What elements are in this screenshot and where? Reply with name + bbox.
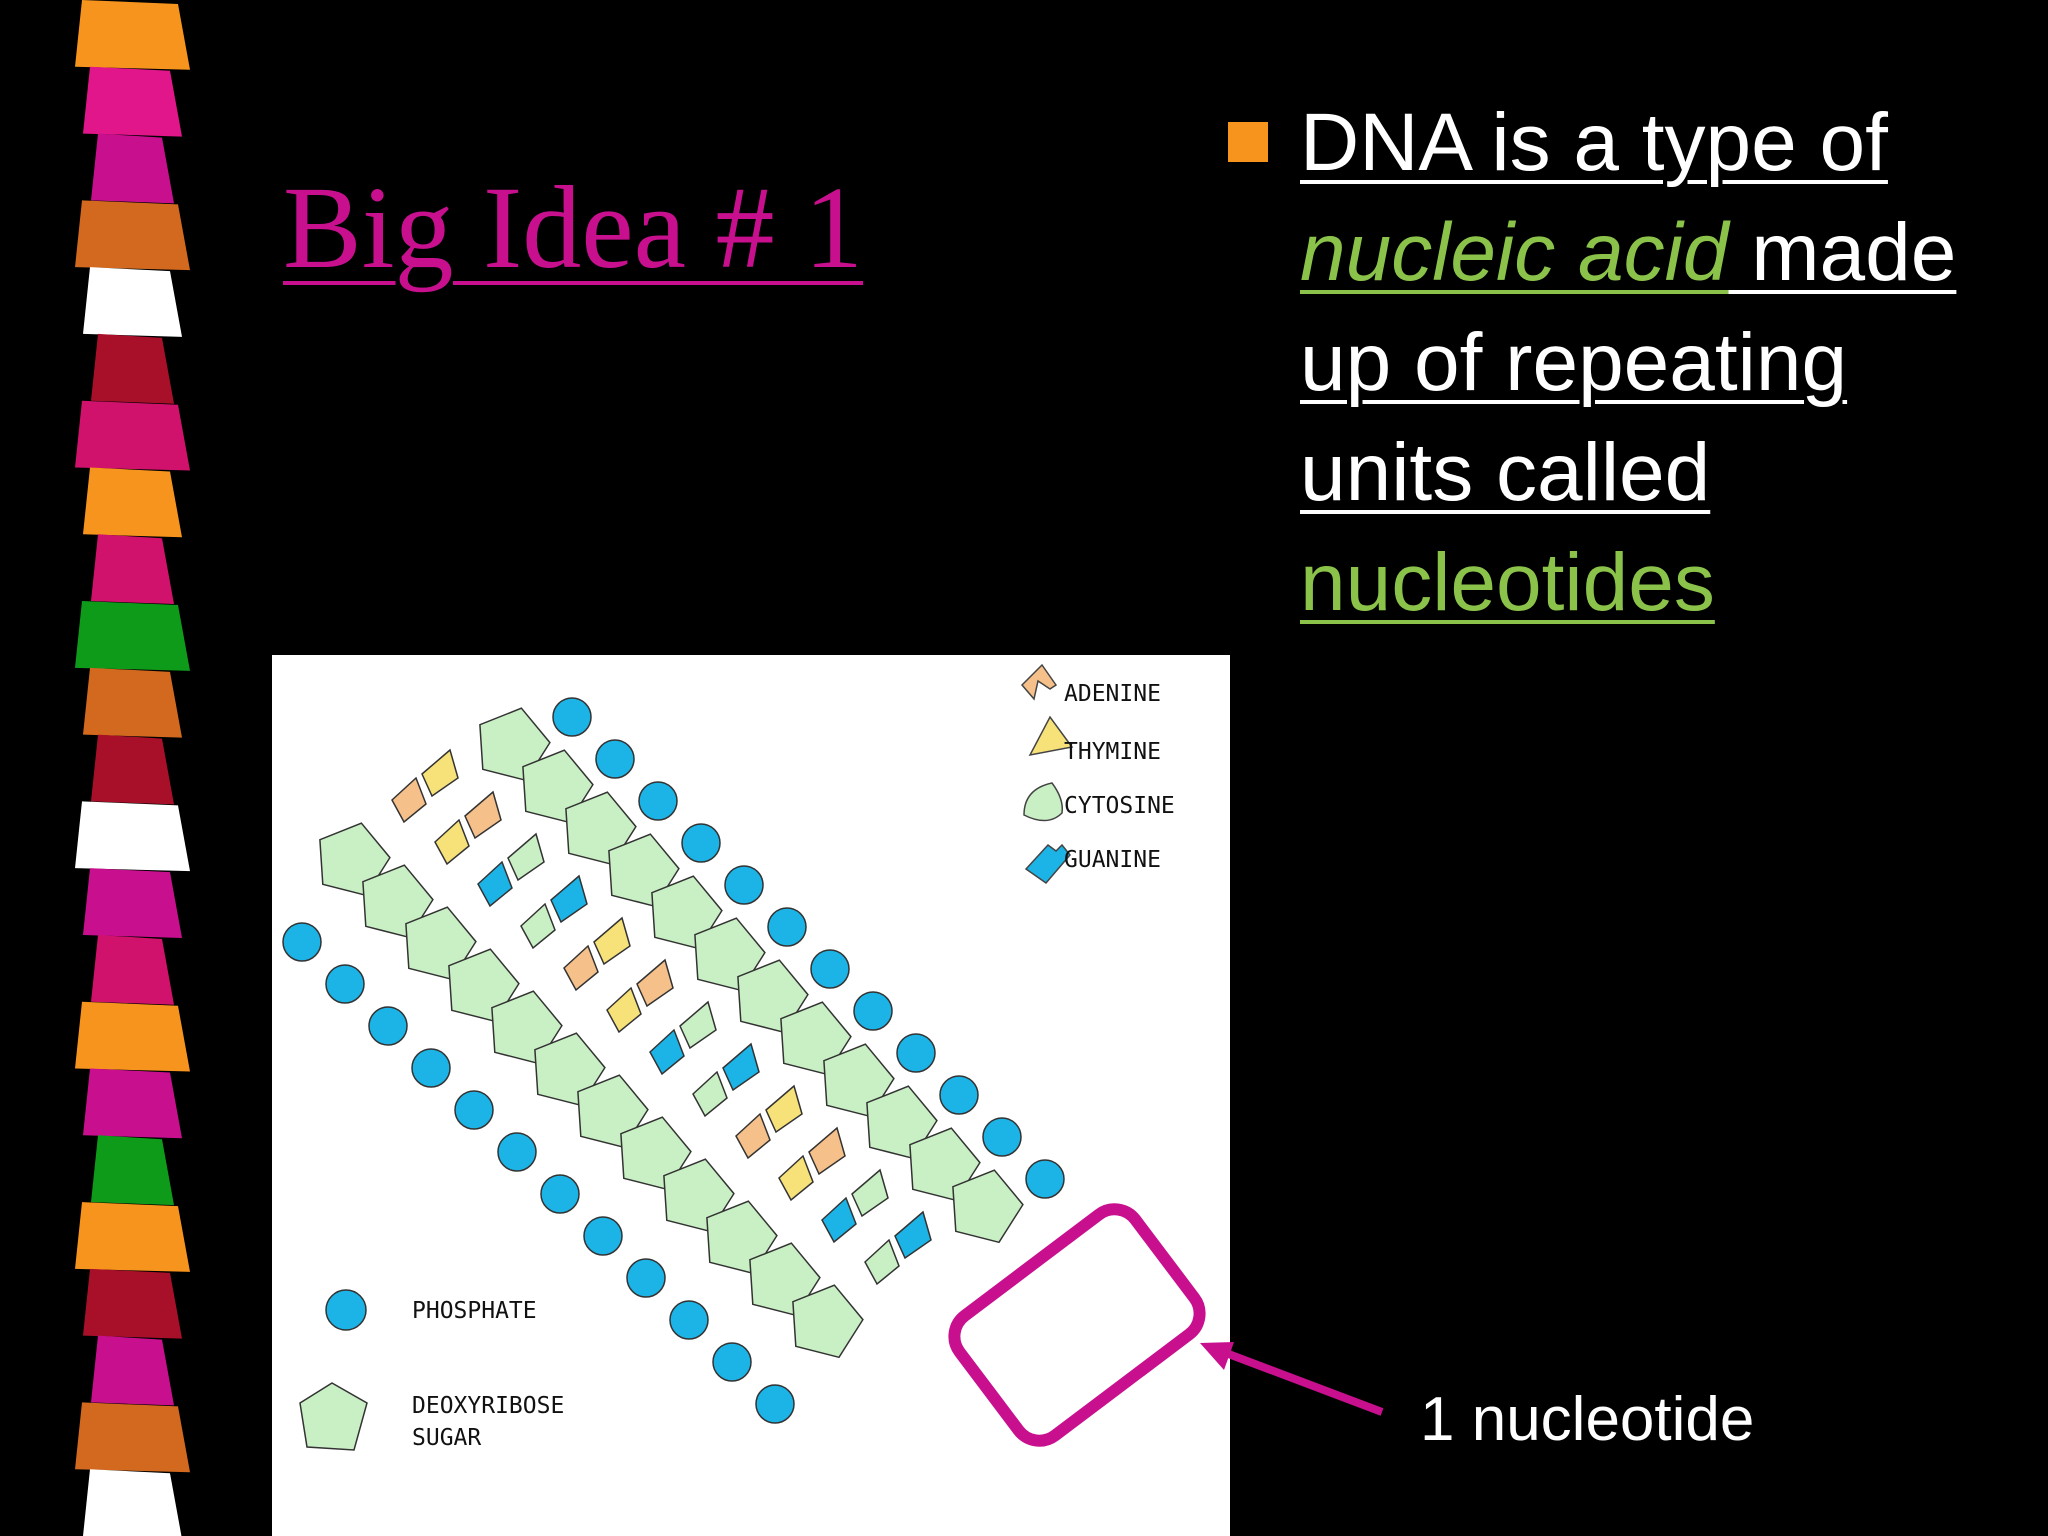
- adenine-base: [735, 1112, 771, 1160]
- nucleotide-highlight-box: [948, 1203, 1206, 1447]
- guanine-base: [722, 1042, 760, 1092]
- right-phosphate: [681, 823, 721, 863]
- right-phosphate: [810, 949, 850, 989]
- adenine-base: [563, 944, 599, 992]
- right-phosphate: [939, 1075, 979, 1115]
- adenine-legend-icon: [1020, 663, 1058, 701]
- cytosine-base: [520, 902, 556, 950]
- sugar-legend-label-line1: DEOXYRIBOSE: [412, 1393, 564, 1419]
- thymine-base: [421, 748, 459, 798]
- callout-arrow: [1200, 1342, 1384, 1416]
- left-phosphate: [411, 1048, 451, 1088]
- guanine-legend-icon: [1024, 843, 1071, 885]
- left-phosphate: [712, 1342, 752, 1382]
- cytosine-base: [692, 1070, 728, 1118]
- right-sugar: [952, 1169, 1024, 1244]
- right-phosphate: [595, 739, 635, 779]
- diagram-background: [272, 655, 1230, 1536]
- decorative-stripe-bar: [75, 0, 190, 1536]
- guanine-legend-label: GUANINE: [1064, 847, 1161, 873]
- guanine-base: [894, 1210, 932, 1260]
- thymine-legend-label: THYMINE: [1064, 739, 1161, 765]
- nucleotides-term: nucleotides: [1300, 537, 1715, 628]
- right-phosphate: [982, 1117, 1022, 1157]
- nucleic-acid-term: nucleic acid: [1300, 207, 1729, 298]
- left-phosphate: [454, 1090, 494, 1130]
- bullet-text: DNA is a type of nucleic acid made up of…: [1300, 88, 2040, 638]
- thymine-base: [778, 1154, 814, 1202]
- left-sugar: [792, 1284, 864, 1359]
- thymine-base: [765, 1084, 803, 1134]
- right-phosphate: [638, 781, 678, 821]
- phosphate-legend-label: PHOSPHATE: [412, 1298, 537, 1324]
- left-phosphate: [626, 1258, 666, 1298]
- left-phosphate: [368, 1006, 408, 1046]
- adenine-base: [391, 776, 427, 824]
- adenine-base: [808, 1126, 846, 1176]
- legend: ADENINE THYMINE CYTOSINE GUANINE PHOSPHA…: [299, 663, 1175, 1451]
- guanine-base: [550, 874, 588, 924]
- left-phosphate: [497, 1132, 537, 1172]
- thymine-base: [606, 986, 642, 1034]
- adenine-base: [464, 790, 502, 840]
- slide-title: Big Idea # 1: [283, 162, 864, 293]
- bullet-marker: [1228, 122, 1268, 162]
- left-phosphate: [583, 1216, 623, 1256]
- left-phosphate: [282, 922, 322, 962]
- right-phosphate: [853, 991, 893, 1031]
- stripe-segments: [75, 0, 190, 1536]
- right-phosphate: [1025, 1159, 1065, 1199]
- right-phosphate: [724, 865, 764, 905]
- guanine-base: [477, 860, 513, 908]
- right-phosphate: [767, 907, 807, 947]
- dna-structure-diagram: ADENINE THYMINE CYTOSINE GUANINE PHOSPHA…: [272, 655, 1230, 1536]
- left-phosphate: [325, 964, 365, 1004]
- guanine-base: [821, 1196, 857, 1244]
- bullet-text-part1: DNA is a type of: [1300, 97, 1888, 188]
- thymine-base: [434, 818, 470, 866]
- nucleotide-callout-label: 1 nucleotide: [1420, 1385, 1755, 1454]
- cytosine-legend-icon: [1023, 782, 1064, 822]
- bullet-text-part2: made up of repeating units called: [1300, 207, 1957, 518]
- cytosine-base: [864, 1238, 900, 1286]
- thymine-base: [593, 916, 631, 966]
- dna-double-helix-ladder: [282, 697, 1065, 1424]
- guanine-base: [649, 1028, 685, 1076]
- right-phosphate: [896, 1033, 936, 1073]
- cytosine-base: [679, 1000, 717, 1050]
- adenine-legend-label: ADENINE: [1064, 681, 1161, 707]
- sugar-legend-label-line2: SUGAR: [412, 1425, 481, 1451]
- cytosine-legend-label: CYTOSINE: [1064, 793, 1175, 819]
- right-phosphate: [552, 697, 592, 737]
- left-phosphate: [669, 1300, 709, 1340]
- left-phosphate: [540, 1174, 580, 1214]
- thymine-legend-icon: [1028, 715, 1074, 757]
- sugar-legend-icon: [299, 1382, 368, 1451]
- adenine-base: [636, 958, 674, 1008]
- cytosine-base: [507, 832, 545, 882]
- cytosine-base: [851, 1168, 889, 1218]
- left-phosphate: [755, 1384, 795, 1424]
- phosphate-legend-icon: [325, 1289, 367, 1331]
